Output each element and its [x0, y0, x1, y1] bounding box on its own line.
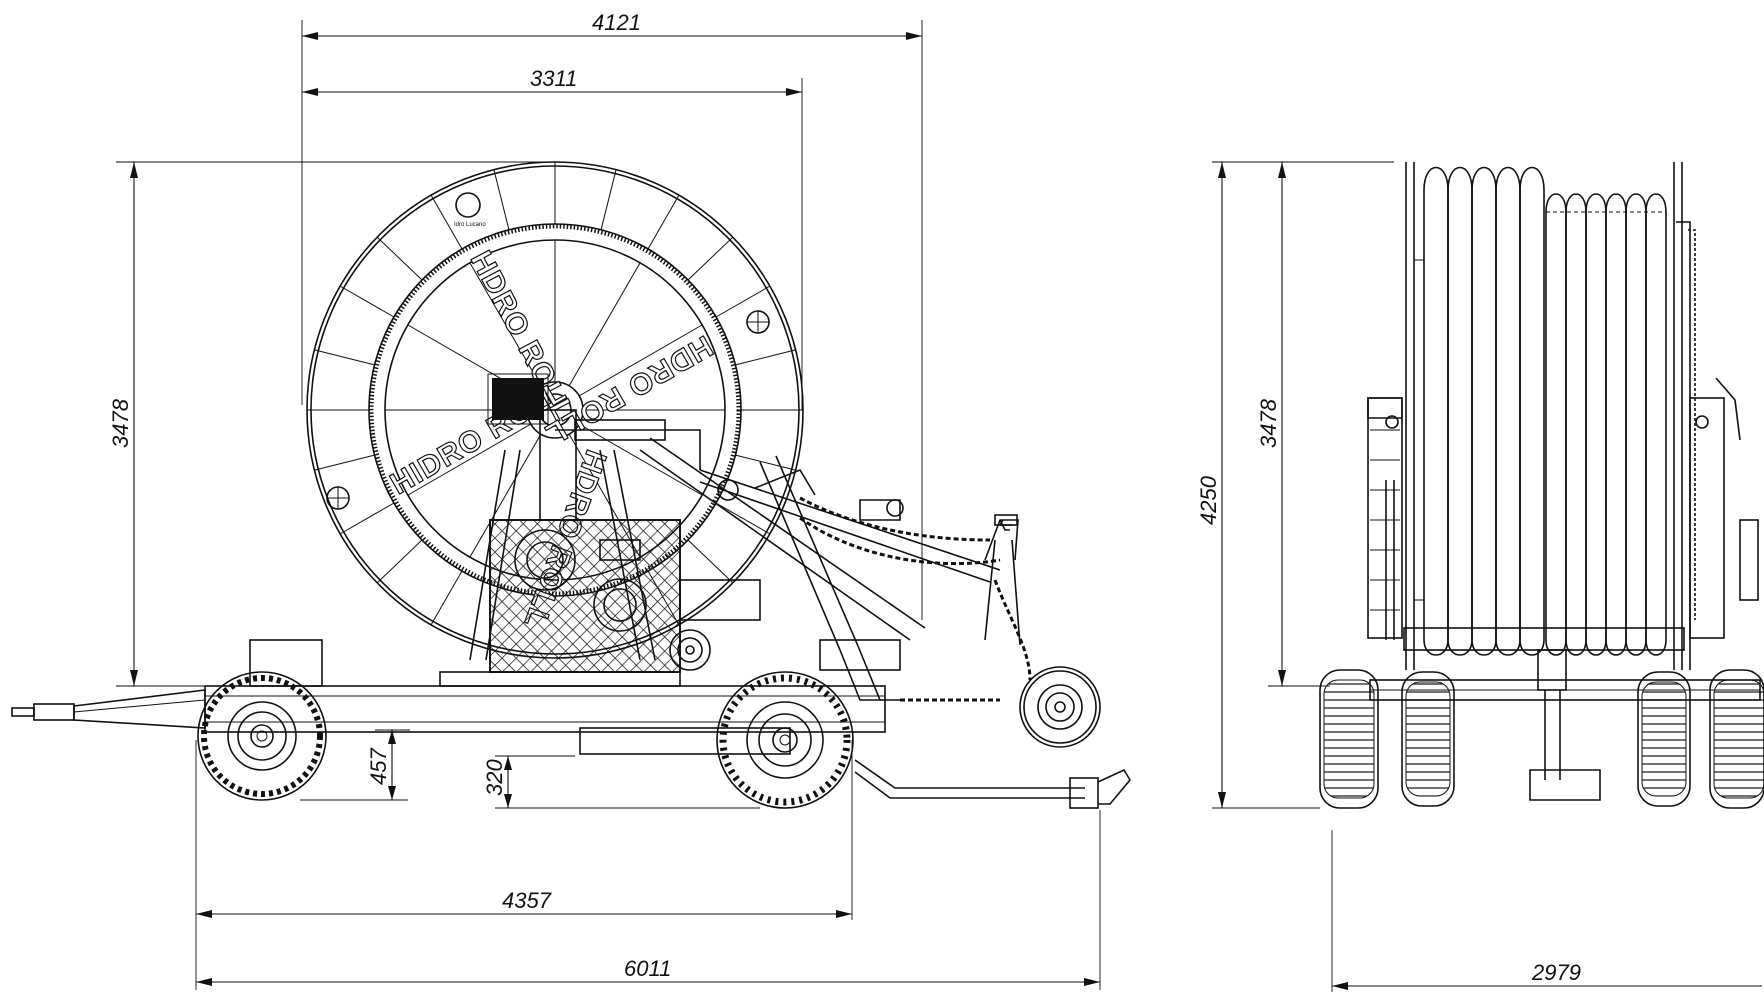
side-dimension-lines [130, 32, 1100, 986]
dim-front-height-total: 4250 [1196, 475, 1221, 525]
reel-logo-left [326, 486, 350, 510]
reel-drum-front [1405, 162, 1696, 670]
dim-ground-clearance-rear: 320 [482, 759, 507, 796]
support-chains [799, 496, 1032, 702]
drawbar [11, 689, 206, 729]
sled-leg [984, 514, 1021, 646]
front-wheel-right-inner [1637, 671, 1691, 807]
side-extension-lines [116, 20, 1101, 990]
dim-ground-clearance-front: 457 [366, 748, 391, 785]
front-extension-lines [1212, 161, 1394, 992]
hose-outlet [854, 759, 1131, 809]
reel-outer-segments [307, 162, 803, 626]
dim-reel-width: 3311 [530, 66, 577, 91]
reel-control-box [492, 378, 544, 420]
reel-logo-label: Idro Lucano [454, 222, 486, 228]
front-wheel-left-inner [1401, 671, 1455, 807]
front-wheel-right-outer [1709, 669, 1764, 809]
reel-logo-right [746, 310, 770, 334]
hose-coils [1414, 166, 1667, 656]
sled-wheel [1019, 666, 1101, 748]
dim-wheelbase: 4357 [502, 888, 552, 913]
reel-logo-top: Idro Lucano [454, 192, 486, 228]
rear-wheel-side [716, 671, 854, 809]
drive-unit [489, 519, 711, 673]
dim-overall-length: 6011 [624, 956, 671, 981]
dim-front-reel-height: 3478 [1256, 398, 1281, 448]
side-view: HDRO ROLL HDRO ROLL HIDRO ROLL HDRO ROLL… [11, 10, 1131, 990]
front-side-frames [1367, 377, 1759, 651]
front-dimension-lines [1218, 162, 1762, 990]
front-wheel-side [197, 671, 327, 801]
front-view: 4250 3478 2979 [1196, 161, 1764, 992]
dim-reel-height-side: 3478 [108, 398, 133, 448]
dim-total-width: 4121 [592, 10, 641, 35]
dim-overall-width: 2979 [1531, 960, 1581, 985]
front-wheel-left-outer [1319, 669, 1379, 809]
